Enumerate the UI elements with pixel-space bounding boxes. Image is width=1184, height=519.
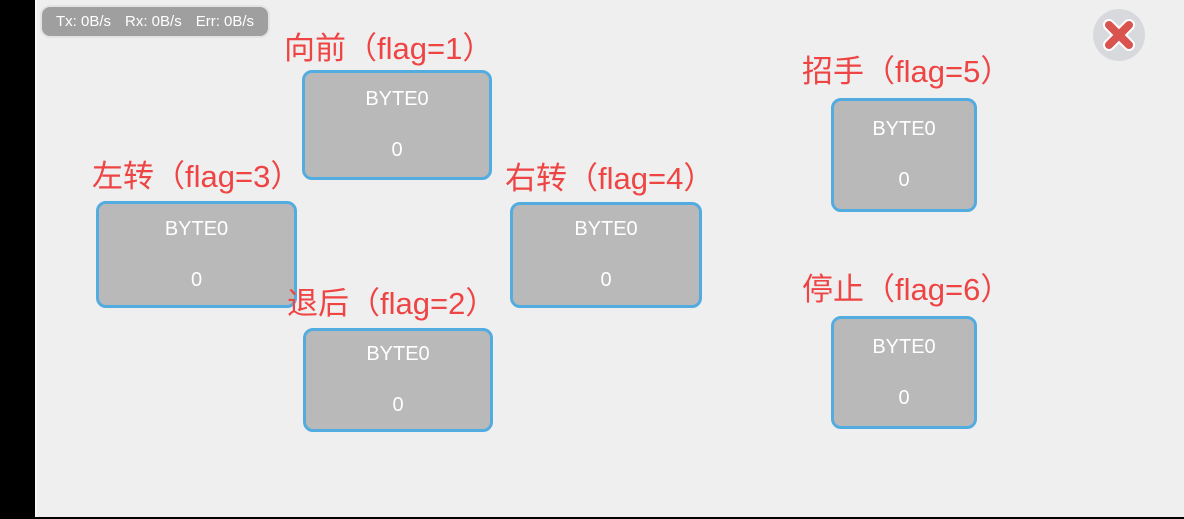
byte-value: 0: [600, 269, 612, 291]
byte-label: BYTE0: [872, 118, 936, 140]
label-left-turn: 左转（flag=3）: [92, 159, 302, 194]
button-forward[interactable]: BYTE0 0: [302, 70, 492, 180]
button-wave[interactable]: BYTE0 0: [831, 98, 977, 212]
bottom-edge-line: [0, 517, 1184, 519]
close-icon: [1092, 8, 1146, 62]
byte-label: BYTE0: [366, 343, 430, 365]
button-stop[interactable]: BYTE0 0: [831, 316, 977, 429]
button-backward[interactable]: BYTE0 0: [303, 328, 493, 432]
byte-value: 0: [190, 268, 203, 291]
label-backward: 退后（flag=2）: [287, 286, 497, 321]
label-forward: 向前（flag=1）: [284, 31, 494, 66]
byte-label: BYTE0: [574, 218, 638, 240]
label-wave: 招手（flag=5）: [802, 54, 1012, 89]
byte-label: BYTE0: [164, 217, 229, 240]
button-left-turn[interactable]: BYTE0 0: [96, 201, 297, 308]
tx-rate: Tx: 0B/s: [56, 13, 112, 30]
close-button[interactable]: [1092, 8, 1146, 62]
byte-value: 0: [391, 139, 403, 161]
rx-rate: Rx: 0B/s: [125, 13, 182, 30]
serial-status-bar: Tx: 0B/s Rx: 0B/s Err: 0B/s: [40, 5, 271, 38]
byte-label: BYTE0: [365, 88, 429, 110]
label-right-turn: 右转（flag=4）: [505, 161, 715, 196]
label-stop: 停止（flag=6）: [802, 272, 1012, 307]
byte-value: 0: [392, 394, 404, 416]
byte-value: 0: [898, 386, 910, 409]
byte-value: 0: [898, 169, 910, 191]
byte-label: BYTE0: [872, 335, 936, 358]
left-letterbox-strip: [0, 0, 37, 519]
err-rate: Err: 0B/s: [195, 13, 255, 30]
button-right-turn[interactable]: BYTE0 0: [510, 202, 702, 308]
